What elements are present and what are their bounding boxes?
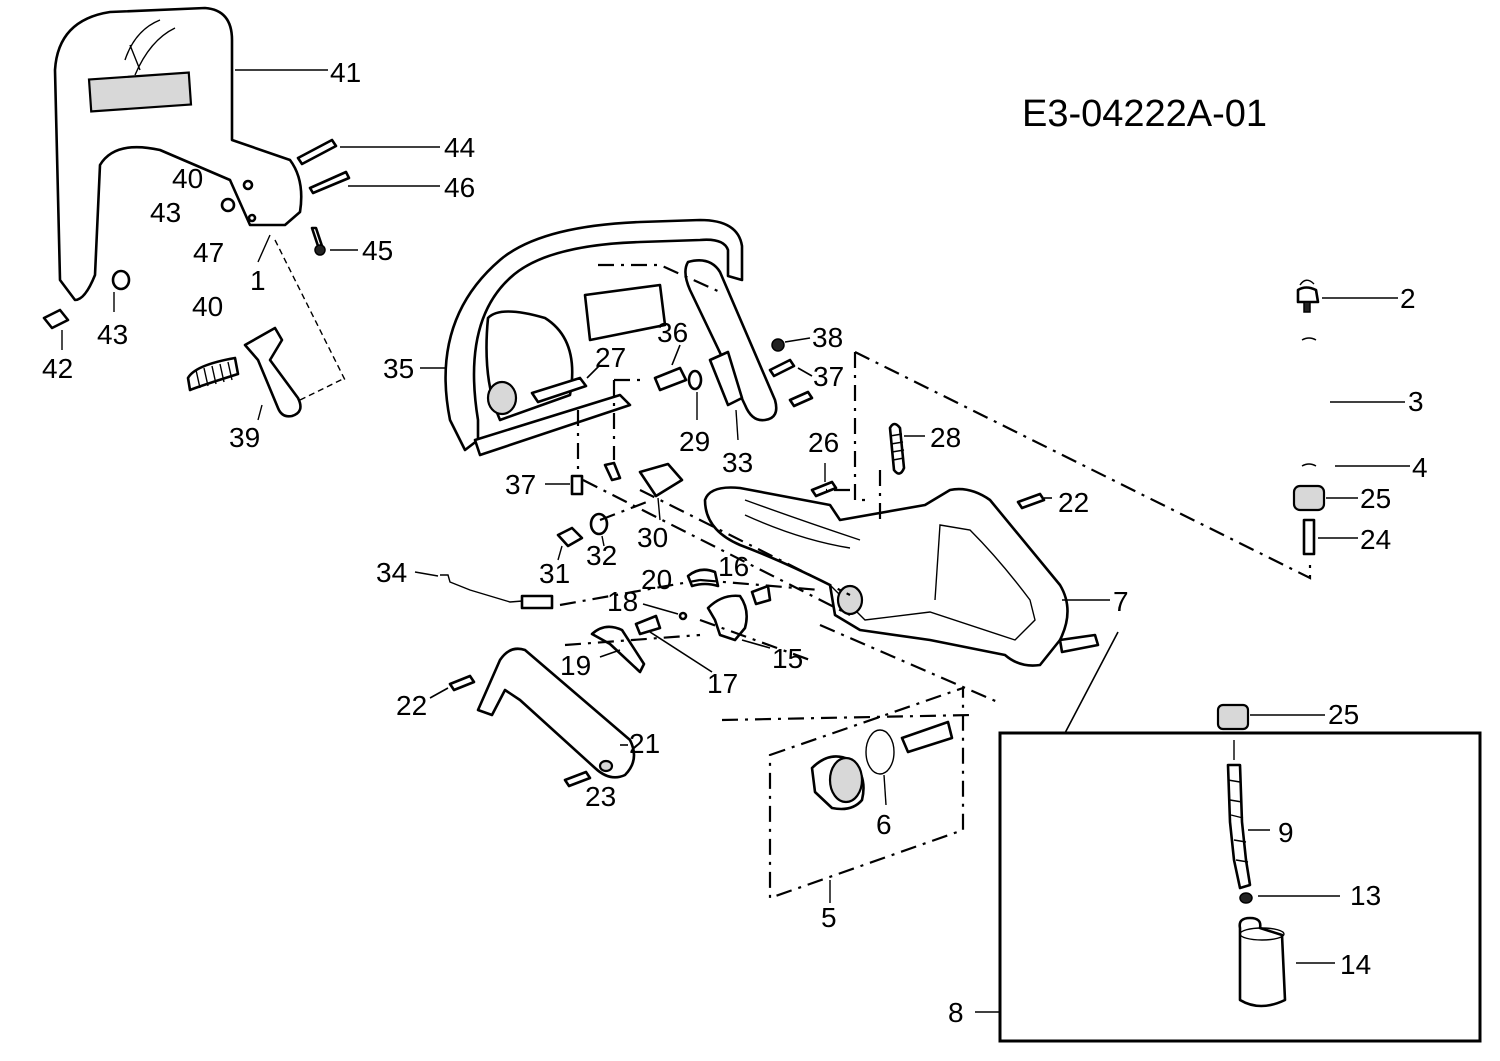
callout-label: 17 [707, 668, 738, 699]
callout-label: 8 [948, 997, 964, 1028]
callout-label: 33 [722, 447, 753, 478]
rear-handle-part [703, 486, 1110, 667]
callout-label: 9 [1278, 817, 1294, 848]
small-parts-upper [530, 337, 1052, 561]
callout-labels: 41 44 40 46 43 45 47 1 42 43 40 39 35 36… [42, 57, 1428, 1028]
callout-label: 40 [172, 163, 203, 194]
callout-label: 4 [1412, 452, 1428, 483]
callout-label: 23 [585, 781, 616, 812]
lower-handle-part [429, 647, 636, 788]
callout-label: 14 [1340, 949, 1371, 980]
callout-label: 42 [42, 353, 73, 384]
callout-label: 3 [1408, 386, 1424, 417]
brake-lever-part [186, 326, 346, 421]
callout-label: 43 [97, 319, 128, 350]
callout-label: 22 [1058, 487, 1089, 518]
callout-label: 28 [930, 422, 961, 453]
callout-label: 25 [1360, 483, 1391, 514]
callout-label: 37 [505, 469, 536, 500]
callout-label: 39 [229, 422, 260, 453]
callout-label: 36 [657, 317, 688, 348]
callout-label: 2 [1400, 283, 1416, 314]
callout-label: 32 [586, 540, 617, 571]
callout-label: 45 [362, 235, 393, 266]
callout-label: 46 [444, 172, 475, 203]
callout-label: 7 [1113, 586, 1129, 617]
assembly-guides [559, 263, 1312, 705]
callout-label: 18 [607, 586, 638, 617]
callout-label: 21 [629, 728, 660, 759]
callout-label: 13 [1350, 880, 1381, 911]
callout-label: 5 [821, 902, 837, 933]
callout-label: 30 [637, 522, 668, 553]
callout-label: 44 [444, 132, 475, 163]
callout-label: 43 [150, 197, 181, 228]
callout-label: 47 [193, 237, 224, 268]
fuel-filter-kit [975, 631, 1482, 1043]
callout-label: 22 [396, 690, 427, 721]
callout-label: 34 [376, 557, 407, 588]
drawing-code: E3-04222A-01 [1022, 93, 1267, 135]
callout-label: 40 [192, 291, 223, 322]
callout-label: 16 [718, 551, 749, 582]
callout-label: 25 [1328, 699, 1359, 730]
callout-label: 20 [641, 564, 672, 595]
trigger-parts [414, 568, 772, 674]
callout-label: 19 [560, 650, 591, 681]
oil-cap-parts [1292, 279, 1410, 556]
handle-bar-part [420, 218, 778, 457]
callout-label: 6 [876, 809, 892, 840]
callout-label: 37 [813, 361, 844, 392]
callout-label: 1 [250, 265, 266, 296]
callout-label: 35 [383, 353, 414, 384]
hand-guard-part [42, 6, 440, 381]
callout-label: 24 [1360, 524, 1391, 555]
callout-label: 29 [679, 426, 710, 457]
callout-label: 15 [772, 643, 803, 674]
fuel-cap-assembly [721, 686, 973, 903]
callout-label: 41 [330, 57, 361, 88]
callout-label: 31 [539, 558, 570, 589]
callout-label: 27 [595, 342, 626, 373]
callout-label: 26 [808, 427, 839, 458]
callout-label: 38 [812, 322, 843, 353]
